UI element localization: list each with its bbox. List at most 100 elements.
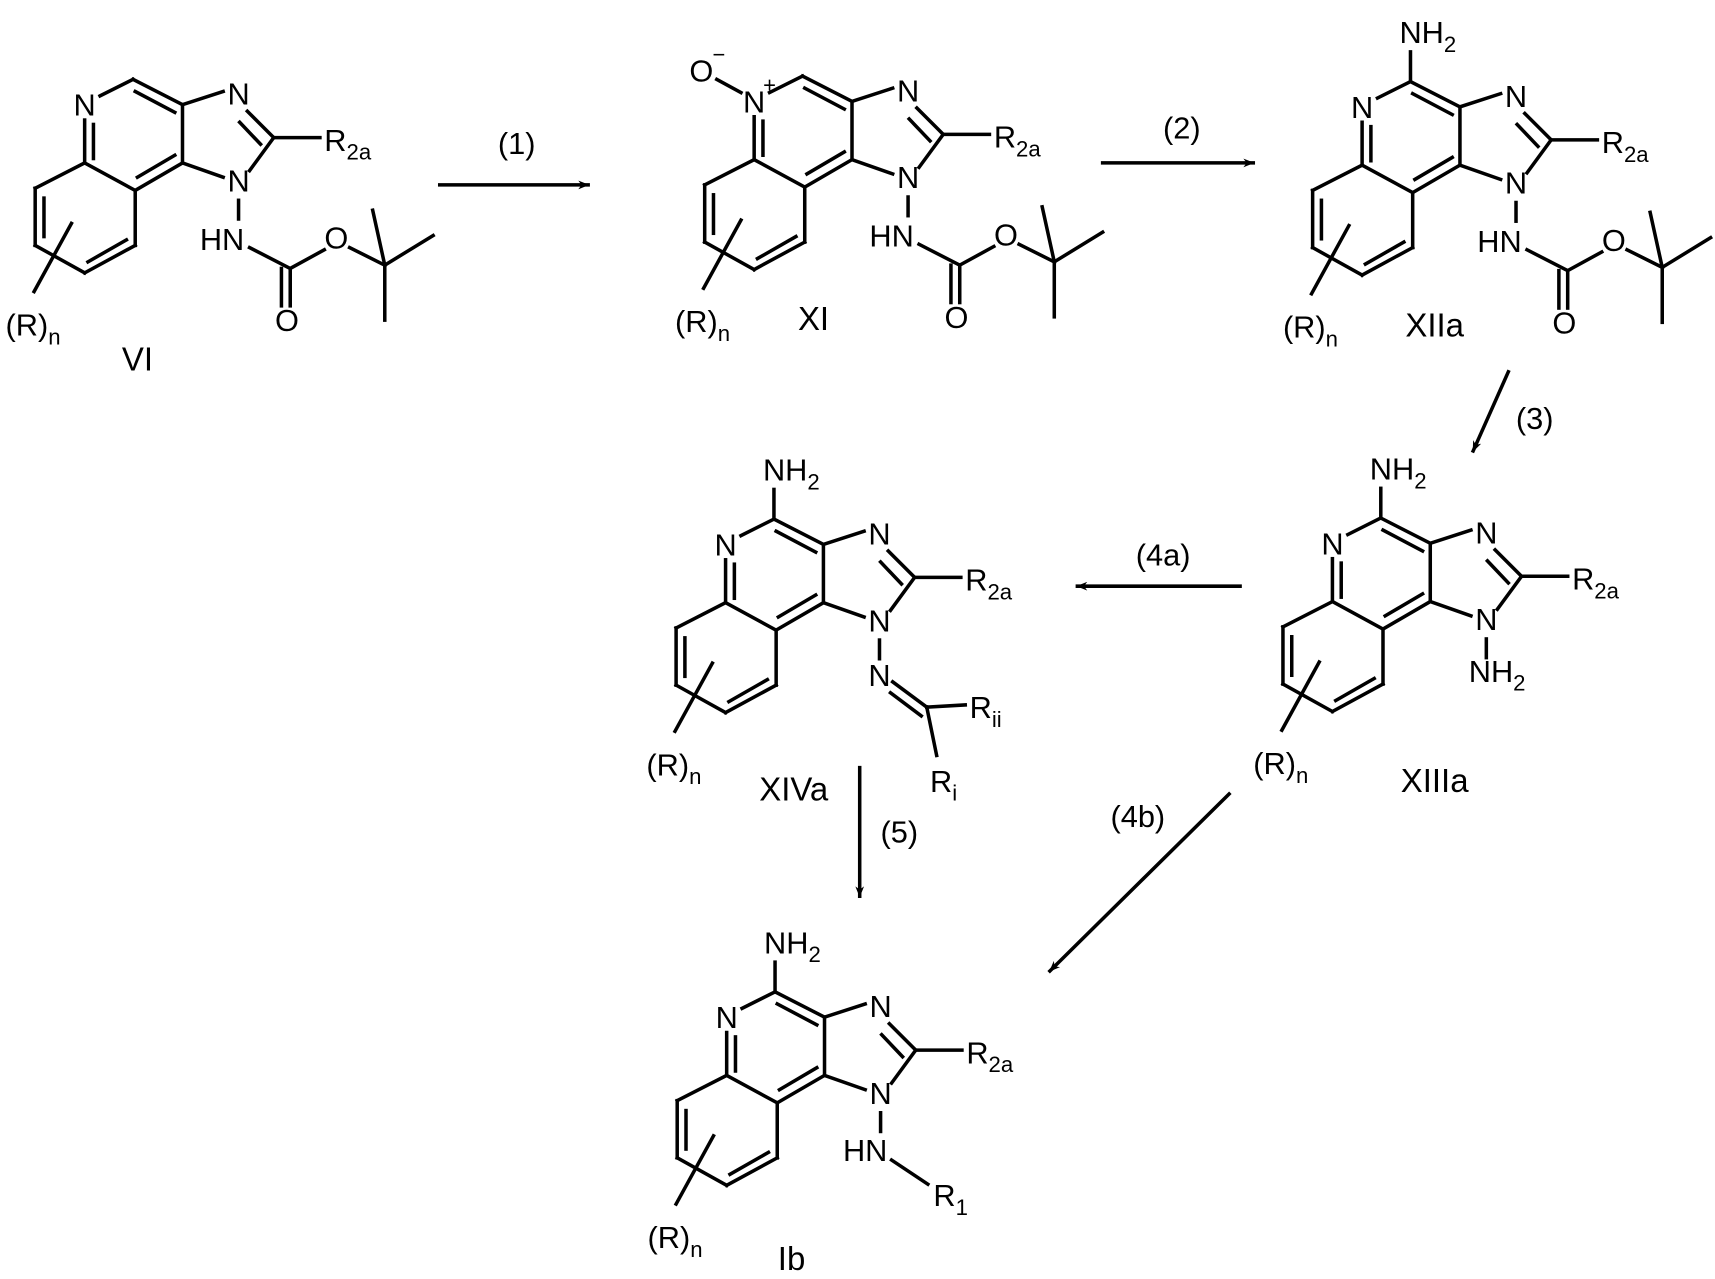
bond [1457,162,1503,182]
bond [370,208,387,268]
substituent-bond [672,660,715,734]
bond [1408,79,1463,110]
hn-label: HN [1477,224,1521,259]
bond [889,1157,931,1187]
carbonyl-o-label: O [944,300,968,335]
compound-label-XIIa: XIIa [1405,307,1464,344]
bond [1380,527,1425,554]
bond [879,1032,906,1060]
bond [774,1072,827,1106]
carbonyl-o-label: O [1552,305,1576,340]
bond [32,160,88,191]
step-label-4a: (4a) [1136,537,1191,572]
bond [1345,515,1384,537]
bond [1382,591,1425,619]
bond [1359,162,1416,195]
reaction-arrow-3: (3) [1470,369,1554,454]
ester-o-label: O [324,221,348,256]
bond [1310,245,1365,278]
bond [804,149,847,177]
imidazole-n1-label: N [868,603,890,638]
bond [1330,681,1386,714]
bond [773,600,826,633]
bond [755,234,799,261]
bond [1659,235,1714,270]
substituent-bond [31,221,74,294]
hn-label: HN [843,1133,887,1168]
nh2-label: NH2 [764,925,821,967]
bond [751,157,808,190]
step-label-5: (5) [880,814,918,849]
arrow-4b [1047,791,1232,974]
bond [82,242,138,276]
bond [702,239,757,272]
bond [889,1047,919,1086]
bond [1524,137,1554,176]
bond [1359,245,1416,278]
bond [885,548,918,580]
bond [849,157,895,177]
bond [1280,681,1335,714]
bond [1522,110,1554,143]
nh2-label: NH2 [1399,15,1456,57]
n-oxide-o-label: O [689,54,713,89]
bond [849,85,895,104]
minus-charge: − [713,42,726,67]
bond [85,237,129,265]
reaction-arrow-1: (1) [437,126,590,190]
bond [878,559,904,587]
bond [1457,91,1503,110]
compound-label-XIIIa: XIIIa [1401,762,1469,799]
bond [135,152,178,180]
bond [347,245,388,268]
bond [1378,515,1433,546]
plus-charge: + [763,73,776,98]
compound-label-VI: VI [122,341,153,378]
imidazole-n3-label: N [897,73,919,108]
imidazole-n3-label: N [869,989,891,1024]
bond [1380,599,1433,632]
bond [1565,249,1605,274]
bond [800,73,855,104]
bond [727,1149,771,1177]
ri-label: Ri [930,764,957,806]
bond [673,600,728,631]
bond [244,108,277,141]
bond [772,989,827,1020]
compound-label-XI: XI [798,300,829,337]
compound-label-XIVa: XIVa [759,771,829,808]
bond [132,160,185,193]
pyridine-n-label: N [716,1000,738,1035]
bond [822,1001,868,1020]
bond [916,131,946,170]
bond [247,135,277,174]
bond [1524,247,1571,274]
carbonyl-o-label: O [275,303,299,338]
bond [1484,558,1511,586]
reaction-arrow-5: (5) [855,765,918,898]
bond [724,1155,780,1188]
bond [1410,91,1455,117]
bond [1280,599,1335,630]
ester-o-label: O [1602,223,1626,258]
bond [1410,162,1463,196]
bond [821,528,867,547]
bond [888,690,924,719]
bond [1040,204,1057,264]
r2a-label: R2a [966,1035,1014,1077]
bond [916,241,963,268]
reaction-arrow-4b: (4b) [1047,791,1232,974]
bond [821,600,867,620]
bond [32,242,88,276]
r2a-label: R2a [994,120,1042,162]
bond [180,89,226,107]
bond [1428,599,1474,619]
n-amino-label: NH2 [1469,654,1526,696]
pyridine-n-label: N [1351,90,1373,125]
bond [673,682,728,715]
bond [906,116,933,144]
bond [130,77,185,108]
